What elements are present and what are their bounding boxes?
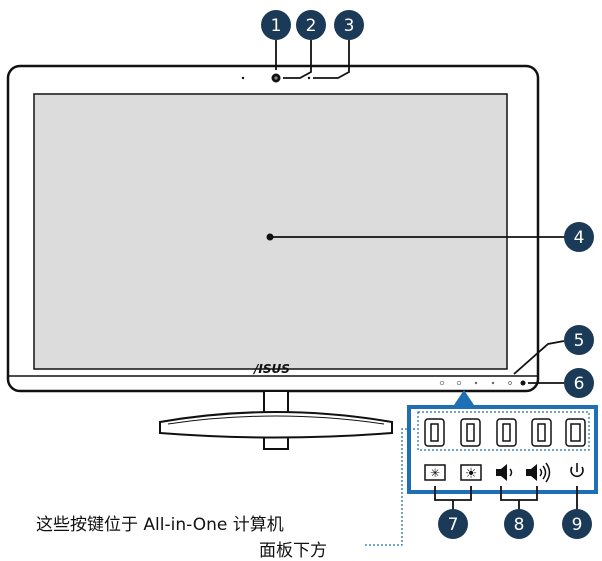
power-led-dot	[520, 380, 526, 386]
callout-6: 6	[564, 368, 594, 398]
svg-text:6: 6	[574, 374, 585, 394]
callout-4: 4	[564, 222, 594, 252]
callout-1: 1	[261, 10, 291, 40]
screen-center-dot	[266, 233, 274, 241]
svg-text:4: 4	[574, 228, 585, 248]
volume-up-icon	[526, 462, 551, 483]
svg-text:8: 8	[514, 515, 525, 535]
svg-text:✳: ✳	[430, 466, 440, 480]
power-icon	[570, 463, 584, 478]
svg-text:3: 3	[344, 16, 355, 36]
callout-7: 7	[438, 509, 468, 539]
panel-buttons	[424, 418, 586, 447]
brightness-down-icon: ✳	[424, 464, 446, 481]
volume-down-icon	[496, 464, 513, 481]
monitor-stand	[159, 390, 393, 450]
svg-text:1: 1	[271, 16, 282, 36]
camera-lens-inner	[274, 76, 278, 80]
callout-2: 2	[296, 10, 326, 40]
svg-text:2: 2	[306, 16, 317, 36]
svg-text:9: 9	[572, 515, 583, 535]
screen	[33, 93, 508, 370]
svg-text:5: 5	[574, 331, 585, 351]
microphone-icon	[241, 76, 245, 80]
caption-line-1: 这些按键位于 All-in-One 计算机	[36, 515, 284, 535]
monitor: /ISUS	[6, 64, 540, 393]
callout-8: 8	[504, 509, 534, 539]
bracket-leaders	[434, 486, 578, 510]
panel-pointer	[452, 390, 476, 408]
microphone-icon	[307, 76, 311, 80]
svg-text:☀: ☀	[465, 466, 478, 482]
caption-leader	[365, 428, 416, 546]
button-panel: ✳ ☀	[407, 405, 598, 494]
leader-lines	[270, 40, 566, 384]
callout-3: 3	[334, 10, 364, 40]
caption-line-2: 面板下方	[259, 541, 327, 561]
callout-9: 9	[562, 509, 592, 539]
callout-markers: 1 2 3 4 5 6 7 8	[261, 10, 594, 539]
brand-logo: /ISUS	[252, 362, 290, 376]
callout-5: 5	[564, 325, 594, 355]
svg-text:7: 7	[448, 515, 459, 535]
brightness-up-icon: ☀	[460, 464, 482, 482]
